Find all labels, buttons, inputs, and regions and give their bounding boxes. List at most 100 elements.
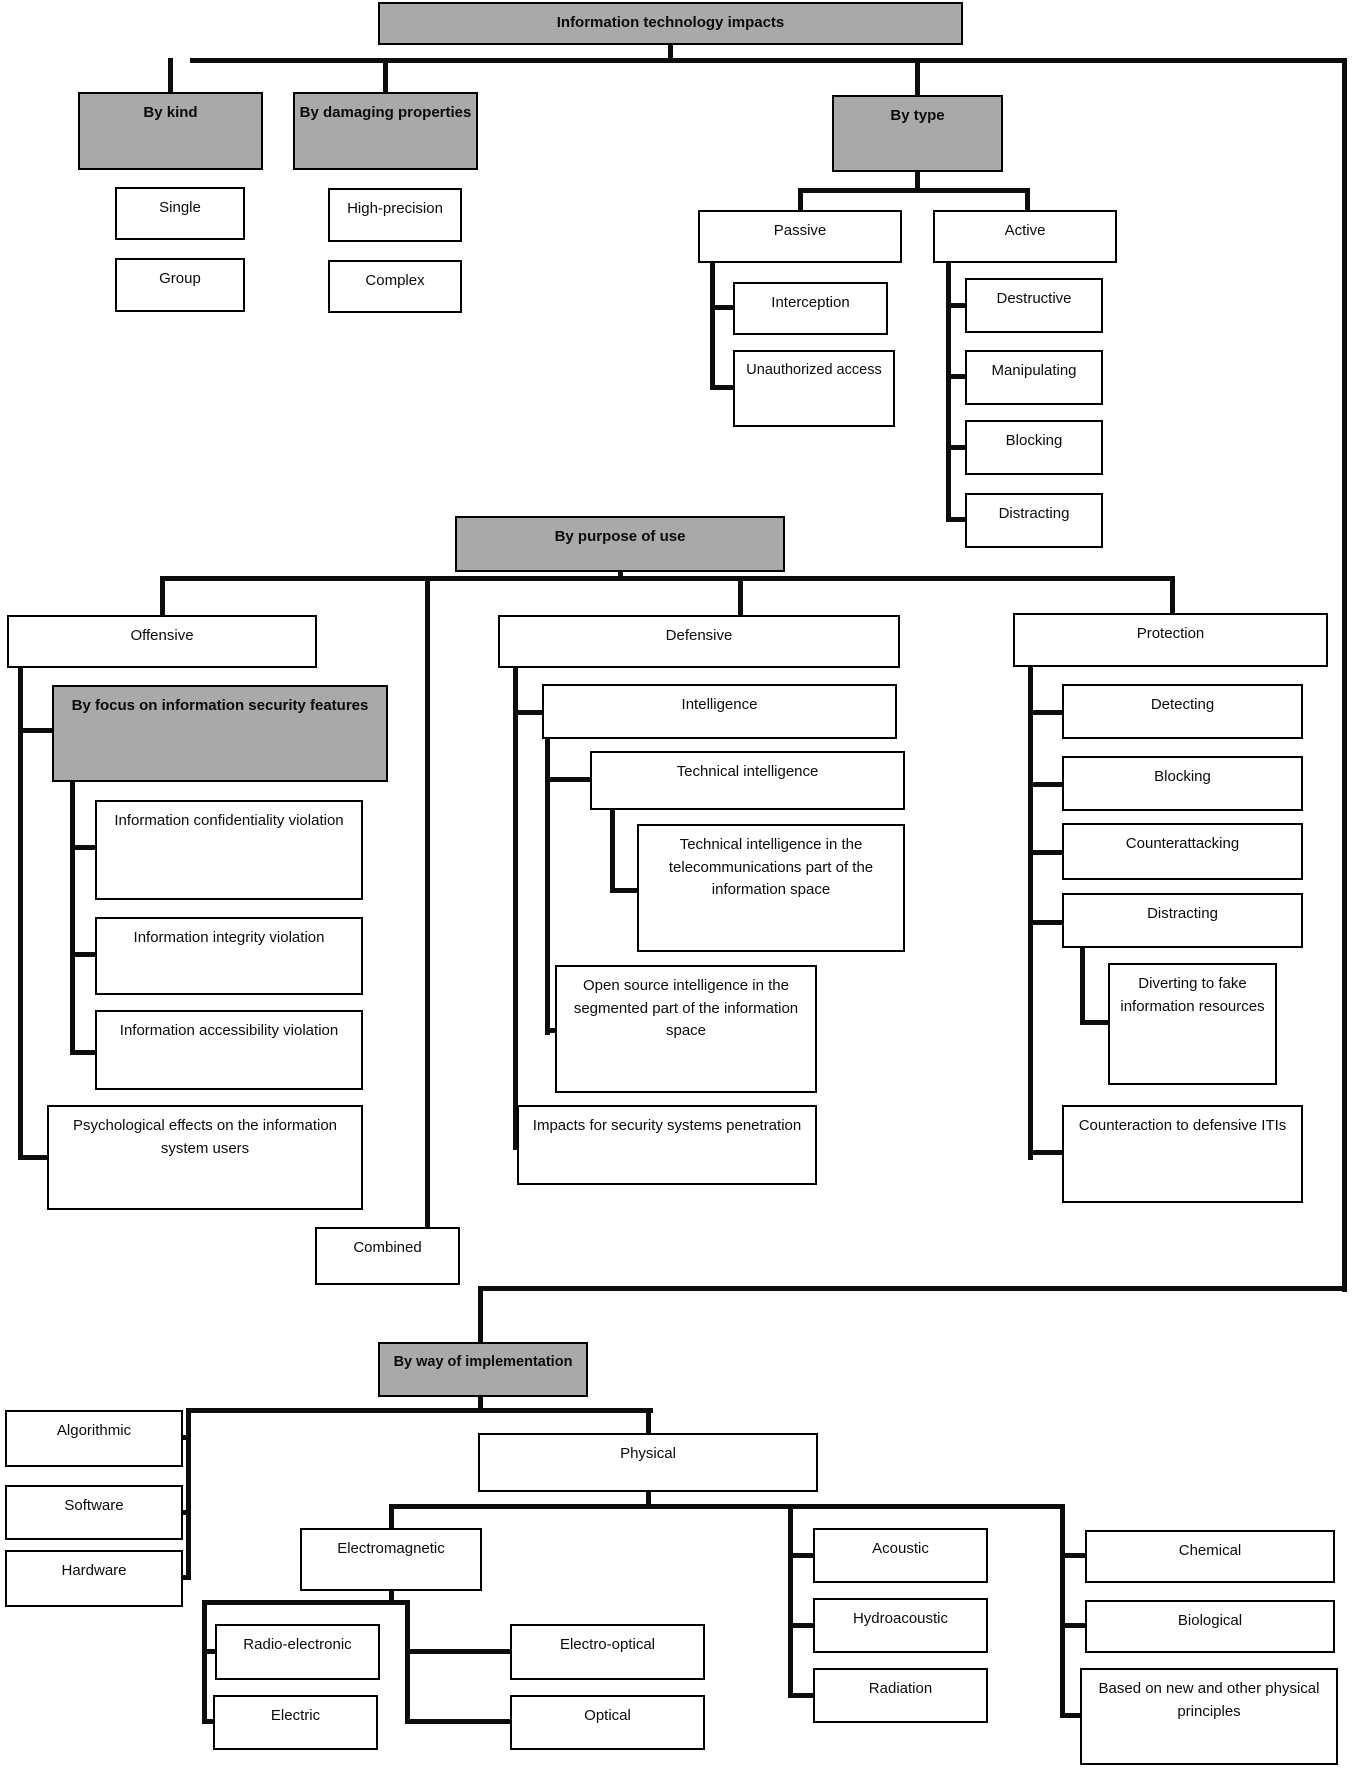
connector-line bbox=[788, 1553, 813, 1558]
connector-line bbox=[405, 1649, 510, 1654]
diverting-to-fake-box: Diverting to fake information resources bbox=[1108, 963, 1277, 1085]
connector-line bbox=[202, 1600, 207, 1722]
technical-intelligence-box: Technical intelligence bbox=[590, 751, 905, 810]
defensive-box: Defensive bbox=[498, 615, 900, 668]
connector-line bbox=[70, 1050, 95, 1055]
connector-line bbox=[481, 1286, 1347, 1291]
active-box: Active bbox=[933, 210, 1117, 263]
counteraction-defensive-itis-box: Counteraction to defensive ITIs bbox=[1062, 1105, 1303, 1203]
connector-line bbox=[1028, 782, 1062, 787]
unauthorized-access-box: Unauthorized access bbox=[733, 350, 895, 427]
connector-line bbox=[168, 58, 173, 92]
connector-line bbox=[1080, 948, 1085, 1025]
connector-line bbox=[186, 1408, 653, 1413]
single-box: Single bbox=[115, 187, 245, 240]
information-accessibility-violation-box: Information accessibility violation bbox=[95, 1010, 363, 1090]
by-damaging-properties-box: By damaging properties bbox=[293, 92, 478, 170]
connector-line bbox=[190, 58, 1347, 63]
physical-box: Physical bbox=[478, 1433, 818, 1492]
connector-line bbox=[178, 1575, 191, 1580]
connector-line bbox=[646, 1408, 651, 1433]
combined-box: Combined bbox=[315, 1227, 460, 1285]
electro-optical-box: Electro-optical bbox=[510, 1624, 705, 1680]
connector-line bbox=[545, 1028, 560, 1033]
connector-line bbox=[18, 668, 23, 1160]
connector-line bbox=[389, 1591, 394, 1603]
connector-line bbox=[798, 188, 1030, 193]
connector-line bbox=[710, 263, 715, 390]
based-on-new-principles-box: Based on new and other physical principl… bbox=[1080, 1668, 1338, 1765]
header-information-technology-impacts-box: Information technology impacts bbox=[378, 2, 963, 45]
connector-line bbox=[738, 576, 743, 615]
connector-line bbox=[160, 576, 165, 615]
connector-line bbox=[178, 1435, 191, 1440]
connector-line bbox=[18, 728, 52, 733]
high-precision-box: High-precision bbox=[328, 188, 462, 242]
connector-line bbox=[788, 1623, 813, 1628]
connector-line bbox=[946, 517, 965, 522]
connector-line bbox=[70, 782, 75, 1055]
connector-line bbox=[405, 1719, 510, 1724]
electromagnetic-box: Electromagnetic bbox=[300, 1528, 482, 1591]
connector-line bbox=[610, 888, 637, 893]
connector-line bbox=[798, 188, 803, 210]
connector-line bbox=[478, 1286, 483, 1342]
chemical-box: Chemical bbox=[1085, 1530, 1335, 1583]
information-integrity-violation-box: Information integrity violation bbox=[95, 917, 363, 995]
by-kind-box: By kind bbox=[78, 92, 263, 170]
by-focus-on-information-security-features-box: By focus on information security feature… bbox=[52, 685, 388, 782]
connector-line bbox=[405, 1600, 410, 1722]
connector-line bbox=[710, 385, 733, 390]
connector-line bbox=[545, 739, 550, 1035]
passive-box: Passive bbox=[698, 210, 902, 263]
algorithmic-box: Algorithmic bbox=[5, 1410, 183, 1467]
impacts-for-security-systems-box: Impacts for security systems penetration bbox=[517, 1105, 817, 1185]
connector-line bbox=[646, 1492, 651, 1508]
connector-line bbox=[1025, 188, 1030, 210]
radio-electronic-box: Radio-electronic bbox=[215, 1624, 380, 1680]
connector-line bbox=[1342, 58, 1347, 1292]
connector-line bbox=[425, 576, 430, 1227]
connector-line bbox=[389, 1504, 394, 1528]
connector-line bbox=[788, 1504, 793, 1698]
blocking-protection-box: Blocking bbox=[1062, 756, 1303, 811]
by-purpose-of-use-box: By purpose of use bbox=[455, 516, 785, 572]
technical-intelligence-telecom-box: Technical intelligence in the telecommun… bbox=[637, 824, 905, 952]
connector-line bbox=[1060, 1713, 1080, 1718]
detecting-box: Detecting bbox=[1062, 684, 1303, 739]
connector-line bbox=[710, 305, 733, 310]
biological-box: Biological bbox=[1085, 1600, 1335, 1653]
distracting-protection-box: Distracting bbox=[1062, 893, 1303, 948]
software-box: Software bbox=[5, 1485, 183, 1540]
connector-line bbox=[915, 58, 920, 95]
connector-line bbox=[1080, 1020, 1108, 1025]
manipulating-box: Manipulating bbox=[965, 350, 1103, 405]
open-source-intelligence-box: Open source intelligence in the segmente… bbox=[555, 965, 817, 1093]
connector-line bbox=[946, 303, 965, 308]
connector-line bbox=[160, 576, 1175, 581]
connector-line bbox=[915, 172, 920, 192]
distracting-active-box: Distracting bbox=[965, 493, 1103, 548]
by-way-of-implementation-box: By way of implementation bbox=[378, 1342, 588, 1397]
connector-line bbox=[178, 1510, 191, 1515]
offensive-box: Offensive bbox=[7, 615, 317, 668]
complex-box: Complex bbox=[328, 260, 462, 313]
connector-line bbox=[202, 1719, 213, 1724]
group-box: Group bbox=[115, 258, 245, 312]
intelligence-box: Intelligence bbox=[542, 684, 897, 739]
connector-line bbox=[513, 668, 518, 1150]
connector-line bbox=[1028, 850, 1062, 855]
psychological-effects-box: Psychological effects on the information… bbox=[47, 1105, 363, 1210]
electric-box: Electric bbox=[213, 1695, 378, 1750]
connector-line bbox=[478, 1397, 483, 1410]
acoustic-box: Acoustic bbox=[813, 1528, 988, 1583]
connector-line bbox=[1170, 576, 1175, 613]
connector-line bbox=[70, 845, 95, 850]
connector-line bbox=[1060, 1553, 1085, 1558]
connector-line bbox=[1028, 1150, 1062, 1155]
connector-line bbox=[1060, 1504, 1065, 1718]
connector-line bbox=[513, 710, 542, 715]
connector-line bbox=[1028, 667, 1033, 1160]
connector-line bbox=[668, 45, 673, 62]
